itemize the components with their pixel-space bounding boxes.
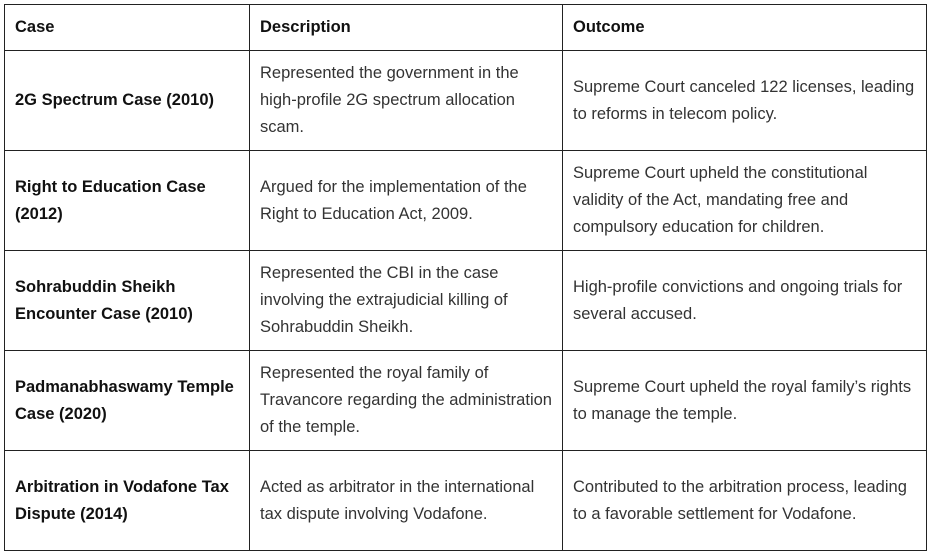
description-cell: Represented the government in the high-p… <box>249 50 563 151</box>
cases-table-container: Case Description Outcome 2G Spectrum Cas… <box>4 4 927 551</box>
outcome-cell: Supreme Court canceled 122 licenses, lea… <box>562 50 927 151</box>
table-row: Sohrabuddin Sheikh Encounter Case (2010)… <box>4 250 927 351</box>
table-row: Padmanabhaswamy Temple Case (2020) Repre… <box>4 350 927 451</box>
description-cell: Represented the CBI in the case involvin… <box>249 250 563 351</box>
outcome-cell: Supreme Court upheld the constitutional … <box>562 150 927 251</box>
case-cell: Arbitration in Vodafone Tax Dispute (201… <box>4 450 250 551</box>
description-cell: Represented the royal family of Travanco… <box>249 350 563 451</box>
case-cell: Right to Education Case (2012) <box>4 150 250 251</box>
outcome-cell: Supreme Court upheld the royal family’s … <box>562 350 927 451</box>
case-cell: Padmanabhaswamy Temple Case (2020) <box>4 350 250 451</box>
table-row: 2G Spectrum Case (2010) Represented the … <box>4 50 927 151</box>
outcome-cell: Contributed to the arbitration process, … <box>562 450 927 551</box>
table-row: Right to Education Case (2012) Argued fo… <box>4 150 927 251</box>
table-row: Arbitration in Vodafone Tax Dispute (201… <box>4 450 927 551</box>
case-cell: Sohrabuddin Sheikh Encounter Case (2010) <box>4 250 250 351</box>
header-description: Description <box>249 4 563 51</box>
outcome-cell: High-profile convictions and ongoing tri… <box>562 250 927 351</box>
header-outcome: Outcome <box>562 4 927 51</box>
case-cell: 2G Spectrum Case (2010) <box>4 50 250 151</box>
table-header-row: Case Description Outcome <box>4 4 927 51</box>
cases-table: Case Description Outcome 2G Spectrum Cas… <box>4 4 927 551</box>
description-cell: Argued for the implementation of the Rig… <box>249 150 563 251</box>
description-cell: Acted as arbitrator in the international… <box>249 450 563 551</box>
header-case: Case <box>4 4 250 51</box>
